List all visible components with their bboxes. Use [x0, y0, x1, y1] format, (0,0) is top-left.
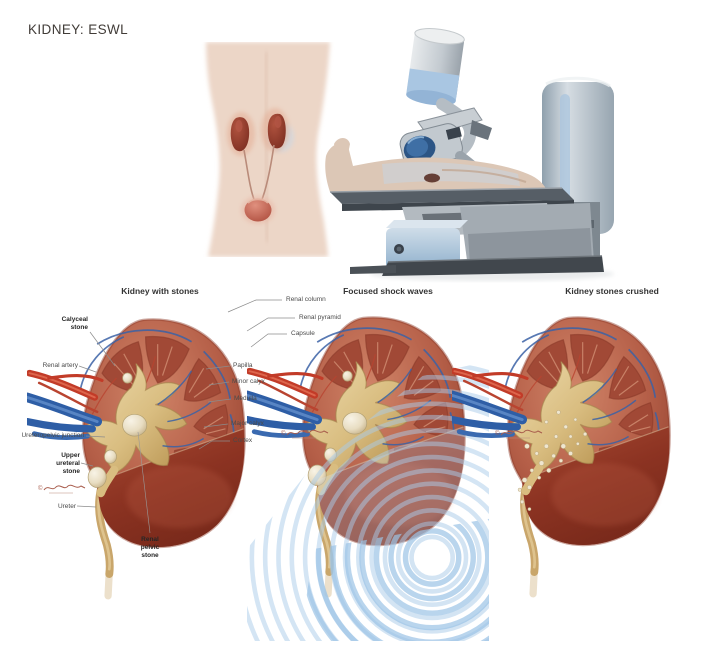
left-kidney — [230, 117, 250, 152]
label-major-calyx: Major calyx — [231, 420, 264, 427]
kidney-stones-crushed-illustration — [452, 301, 694, 641]
patient-body — [325, 138, 548, 202]
panel1-header: Kidney with stones — [121, 286, 199, 296]
eswl-machine-illustration — [325, 28, 614, 281]
panel3-header: Kidney stones crushed — [565, 286, 659, 296]
focused-shock-waves-illustration — [247, 301, 489, 641]
label-ureteropelvic-junction: Ureteropelvic junction — [21, 432, 84, 439]
label-medulla: Medulla — [234, 395, 257, 402]
torso-silhouette — [206, 42, 330, 257]
therapy-head — [399, 123, 463, 169]
label-renal-column: Renal column — [286, 296, 326, 303]
page-title: KIDNEY: ESWL — [28, 22, 129, 37]
label-capsule: Capsule — [291, 330, 315, 337]
machine-base — [350, 203, 604, 276]
artist-signature-watermark: © — [38, 482, 87, 496]
bladder — [244, 198, 272, 222]
label-renal-artery: Renal artery — [42, 362, 78, 369]
torso-urinary-tract-illustration — [206, 42, 330, 257]
label-papilla: Papilla — [233, 362, 253, 369]
label-upper-ureteral-stone: Upper ureteral stone — [56, 452, 80, 476]
signature-squiggle — [44, 484, 86, 494]
label-cortex: Cortex — [233, 437, 253, 444]
artist-signature-watermark: © — [281, 427, 330, 441]
control-box — [386, 228, 460, 270]
control-box-top — [386, 220, 468, 228]
label-minor-calyx: Minor calyx — [232, 378, 265, 385]
treatment-target-spot — [424, 173, 440, 183]
panel2-header: Focused shock waves — [343, 286, 433, 296]
label-calyceal-stone: Calyceal stone — [61, 316, 88, 332]
label-renal-pelvic-stone: Renal pelvic stone — [140, 536, 160, 560]
artist-signature-watermark: © — [495, 427, 544, 441]
label-renal-pyramid: Renal pyramid — [299, 314, 341, 321]
signature-squiggle — [501, 429, 543, 439]
label-ureter: Ureter — [57, 503, 76, 510]
imaging-head-cylinder — [406, 28, 465, 106]
signature-squiggle — [287, 429, 329, 439]
